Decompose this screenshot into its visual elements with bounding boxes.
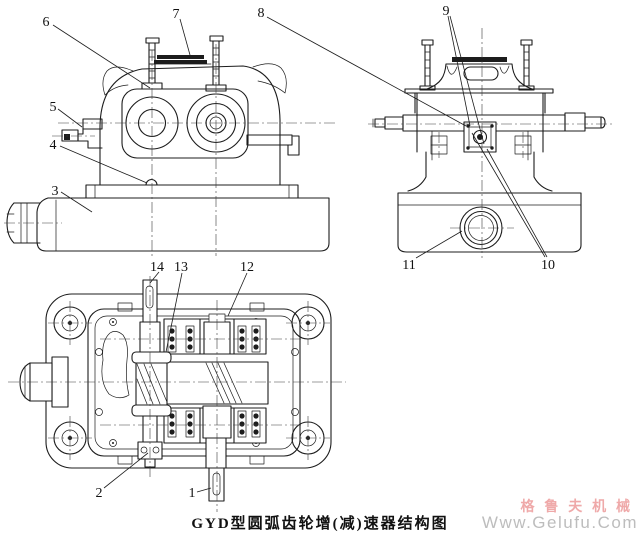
watermark-url: Www.Gelufu.Com <box>481 513 638 532</box>
front-centerlines <box>4 44 336 256</box>
leader-1 <box>196 487 212 493</box>
callout-1-label: 1 <box>189 486 196 501</box>
leader-9 <box>447 15 485 145</box>
side-tower <box>404 63 554 114</box>
front-right-bracket <box>246 134 300 156</box>
bearing-retainer-detail <box>463 121 497 153</box>
side-view <box>368 28 612 258</box>
figure-caption: GYD型圆弧齿轮增(减)速器结构图 <box>191 516 449 532</box>
oil-pocket <box>101 331 130 399</box>
side-bolt-left <box>419 39 436 91</box>
input-keyway <box>145 285 154 309</box>
leader-8 <box>266 16 467 127</box>
callout-11-label: 11 <box>402 258 415 273</box>
large-gear <box>159 361 269 405</box>
leader-12 <box>227 272 248 317</box>
front-housing <box>99 63 287 186</box>
callout-labels: 6 7 8 9 5 4 3 14 13 12 11 10 2 1 <box>43 4 556 501</box>
leader-2 <box>103 452 149 489</box>
callout-2-label: 2 <box>96 486 103 501</box>
side-bolt-right <box>518 39 535 91</box>
front-flange <box>85 179 299 199</box>
side-body <box>407 92 553 192</box>
leader-10 <box>471 132 548 258</box>
callout-6-label: 6 <box>43 15 50 30</box>
front-view <box>4 35 336 256</box>
left-lug <box>102 66 134 96</box>
output-keyway <box>212 472 221 496</box>
right-lug <box>252 63 287 94</box>
watermark-brand: 格 鲁 夫 机 械 <box>520 498 633 514</box>
callout-3-label: 3 <box>52 184 59 199</box>
side-top-cover <box>452 57 507 62</box>
leader-6 <box>52 24 151 89</box>
leader-5 <box>57 108 83 128</box>
plan-case <box>45 293 332 469</box>
leader-7 <box>179 18 191 56</box>
leader-lines <box>52 15 548 493</box>
leader-4 <box>59 145 148 184</box>
callout-5-label: 5 <box>50 100 57 115</box>
oil-plug <box>145 179 158 186</box>
leader-14 <box>149 271 160 284</box>
leader-3 <box>60 191 93 213</box>
front-left-bracket <box>61 118 103 149</box>
plan-view <box>8 276 346 512</box>
callout-4-label: 4 <box>50 138 57 153</box>
callout-13-label: 13 <box>174 260 188 275</box>
front-base <box>6 197 330 252</box>
front-bearing-plate <box>121 88 249 159</box>
top-cover <box>149 55 212 65</box>
callout-7-label: 7 <box>173 7 180 22</box>
callout-10-label: 10 <box>541 258 555 273</box>
leader-11 <box>415 230 463 259</box>
top-bearing-row <box>163 313 267 355</box>
side-base <box>397 192 582 253</box>
leader-13 <box>165 272 183 353</box>
side-centerlines <box>368 28 612 258</box>
plan-centerlines <box>8 276 346 512</box>
callout-8-label: 8 <box>258 6 265 21</box>
callout-12-label: 12 <box>240 260 254 275</box>
callout-14-label: 14 <box>150 260 164 275</box>
callout-9-label: 9 <box>443 4 450 19</box>
